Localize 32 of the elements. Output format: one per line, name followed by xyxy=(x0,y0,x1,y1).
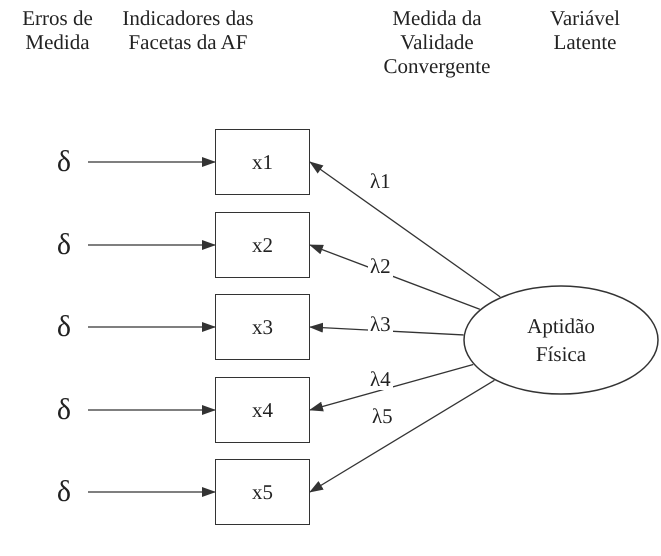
indicator-box xyxy=(215,212,310,278)
error-term: δ xyxy=(48,309,80,345)
error-term: δ xyxy=(48,227,80,263)
error-term: δ xyxy=(48,144,80,180)
indicator-box xyxy=(215,129,310,195)
arrow xyxy=(88,405,216,415)
edge-label: λ4 xyxy=(368,368,393,390)
indicator-label: x1 xyxy=(252,149,273,176)
column-heading: Indicadores das Facetas da AF xyxy=(121,6,255,54)
indicator-label: x3 xyxy=(252,314,273,341)
indicator-box xyxy=(215,459,310,525)
column-heading: Medida da Validade Convergente xyxy=(382,6,492,78)
variable-name: Aptidão Física xyxy=(526,313,596,368)
arrow xyxy=(309,161,501,298)
latent-variable-ellipse xyxy=(463,285,659,395)
indicator-box xyxy=(215,377,310,443)
arrow xyxy=(88,322,216,332)
arrow xyxy=(88,157,216,167)
arrow xyxy=(309,380,495,493)
error-term: δ xyxy=(48,474,80,510)
indicator-label: x4 xyxy=(252,397,273,424)
arrow xyxy=(88,240,216,250)
error-term: δ xyxy=(48,392,80,428)
indicator-label: x2 xyxy=(252,232,273,259)
arrow xyxy=(88,487,216,497)
column-heading: Variável Latente xyxy=(549,6,621,54)
indicator-label: x5 xyxy=(252,479,273,506)
column-heading: Erros de Medida xyxy=(21,6,94,54)
edge-label: λ2 xyxy=(368,255,393,277)
edge-label: λ3 xyxy=(368,313,393,335)
indicator-box xyxy=(215,294,310,360)
arrow xyxy=(309,364,474,412)
